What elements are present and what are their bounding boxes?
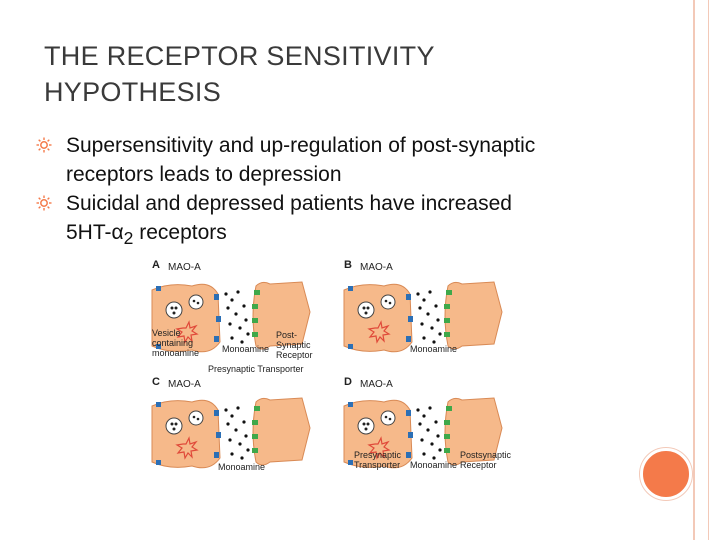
bullet-1-line-2: receptors leads to depression <box>66 163 342 186</box>
monoamine-label-d: Monoamine <box>410 460 457 470</box>
post-label-3: Receptor <box>276 350 313 360</box>
panel-b-mao-label: MAO-A <box>360 262 393 273</box>
presynaptic-label-d1: Presynaptic <box>354 450 402 460</box>
receptor-suffix: receptors <box>133 221 227 244</box>
panel-b-synapse <box>343 281 503 353</box>
bullet-2-line-1: Suicidal and depressed patients have inc… <box>66 192 512 215</box>
panel-d-mao-label: MAO-A <box>360 379 393 390</box>
decorative-rule-outer <box>693 0 695 540</box>
bullet-1-line-1: Supersensitivity and up-regulation of po… <box>66 134 536 157</box>
decorative-circle <box>640 448 692 500</box>
synapse-figure: A MAO-A Vesicle containing monoamine Mon… <box>148 258 520 476</box>
title-line-2: HYPOTHESIS <box>44 77 222 107</box>
sun-icon <box>36 137 52 153</box>
monoamine-label-c: Monoamine <box>218 462 265 472</box>
vesicle-label-3: monoamine <box>152 348 199 358</box>
title-line-1: THE RECEPTOR SENSITIVITY <box>44 41 435 71</box>
bullet-item: Suicidal and depressed patients have inc… <box>36 189 636 253</box>
panel-c-letter: C <box>152 376 160 388</box>
panel-a-mao-label: MAO-A <box>168 262 201 273</box>
postsynaptic-label-d2: Receptor <box>460 460 497 470</box>
panel-b-letter: B <box>344 259 352 271</box>
post-label-1: Post- <box>276 330 297 340</box>
vesicle-label-1: Vesicle <box>152 328 181 338</box>
sun-icon <box>36 195 52 211</box>
decorative-rule-inner <box>708 0 709 540</box>
presynaptic-label-d2: Transporter <box>354 460 400 470</box>
slide-title: THE RECEPTOR SENSITIVITY HYPOTHESIS <box>44 38 604 110</box>
presynaptic-transporter-label: Presynaptic Transporter <box>208 364 304 374</box>
bullet-list: Supersensitivity and up-regulation of po… <box>36 131 636 253</box>
bullet-item: Supersensitivity and up-regulation of po… <box>36 131 636 189</box>
panel-c-synapse <box>151 397 311 469</box>
panel-c-mao-label: MAO-A <box>168 379 201 390</box>
bullet-2-line-2: 5HT-α2 receptors <box>66 218 636 253</box>
postsynaptic-label-d1: Postsynaptic <box>460 450 512 460</box>
receptor-subscript: 2 <box>123 228 134 249</box>
monoamine-label-a: Monoamine <box>222 344 269 354</box>
vesicle-label-2: containing <box>152 338 193 348</box>
synapse-diagram: A MAO-A Vesicle containing monoamine Mon… <box>151 259 512 472</box>
post-label-2: Synaptic <box>276 340 311 350</box>
receptor-name: 5HT-α <box>66 221 124 244</box>
panel-d-letter: D <box>344 376 352 388</box>
monoamine-label-b: Monoamine <box>410 344 457 354</box>
panel-a-letter: A <box>152 259 160 271</box>
